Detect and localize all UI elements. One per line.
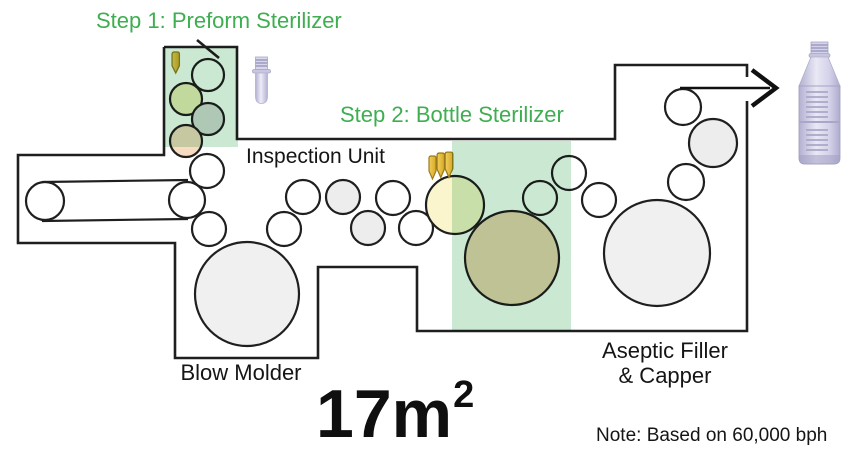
aseptic-filler-wheels [602, 87, 739, 308]
capper-wheel [687, 117, 739, 169]
area-value: 17m [316, 376, 453, 452]
transfer-wheel [397, 209, 435, 247]
aseptic-filler-line2: & Capper [618, 363, 712, 389]
aseptic-filler-line1: Aseptic Filler [602, 338, 728, 363]
transfer-wheel [265, 210, 303, 248]
transfer-wheel [188, 152, 226, 190]
area-superscript: 2 [453, 374, 475, 417]
inspection-wheel [349, 209, 387, 247]
preform-sterilizer-zone [164, 47, 238, 147]
aseptic-filler-label: Aseptic Filler & Capper [586, 338, 744, 389]
preform-icon [436, 152, 446, 180]
transfer-wheel-chain [188, 152, 435, 348]
preform-3d-render [252, 56, 271, 104]
conveyor-pulley [167, 180, 207, 220]
exit-arrow [680, 68, 780, 108]
transfer-wheel [666, 162, 706, 202]
infeed-conveyor [24, 178, 207, 223]
transfer-wheel [190, 210, 228, 248]
aseptic-filler-wheel [602, 198, 712, 308]
blow-molder-wheel [193, 240, 301, 348]
conveyor-pulley [24, 180, 66, 222]
transfer-wheel [284, 178, 322, 216]
step1-title: Step 1: Preform Sterilizer [96, 8, 342, 33]
blow-molder-label: Blow Molder [180, 360, 302, 385]
inspection-unit-label: Inspection Unit [246, 145, 385, 168]
inspection-wheel [324, 178, 362, 216]
bottle-sterilizer-zone [452, 141, 571, 331]
transfer-wheel [663, 87, 703, 127]
footprint-area-label: 17m2 [316, 376, 474, 448]
transfer-wheel [580, 181, 618, 219]
bottle-3d-render [798, 41, 841, 165]
transfer-wheel [374, 179, 412, 217]
note-label: Note: Based on 60,000 bph [596, 425, 828, 446]
preform-icon [444, 151, 454, 180]
step2-title: Step 2: Bottle Sterilizer [340, 102, 564, 127]
preform-icon [428, 155, 437, 181]
